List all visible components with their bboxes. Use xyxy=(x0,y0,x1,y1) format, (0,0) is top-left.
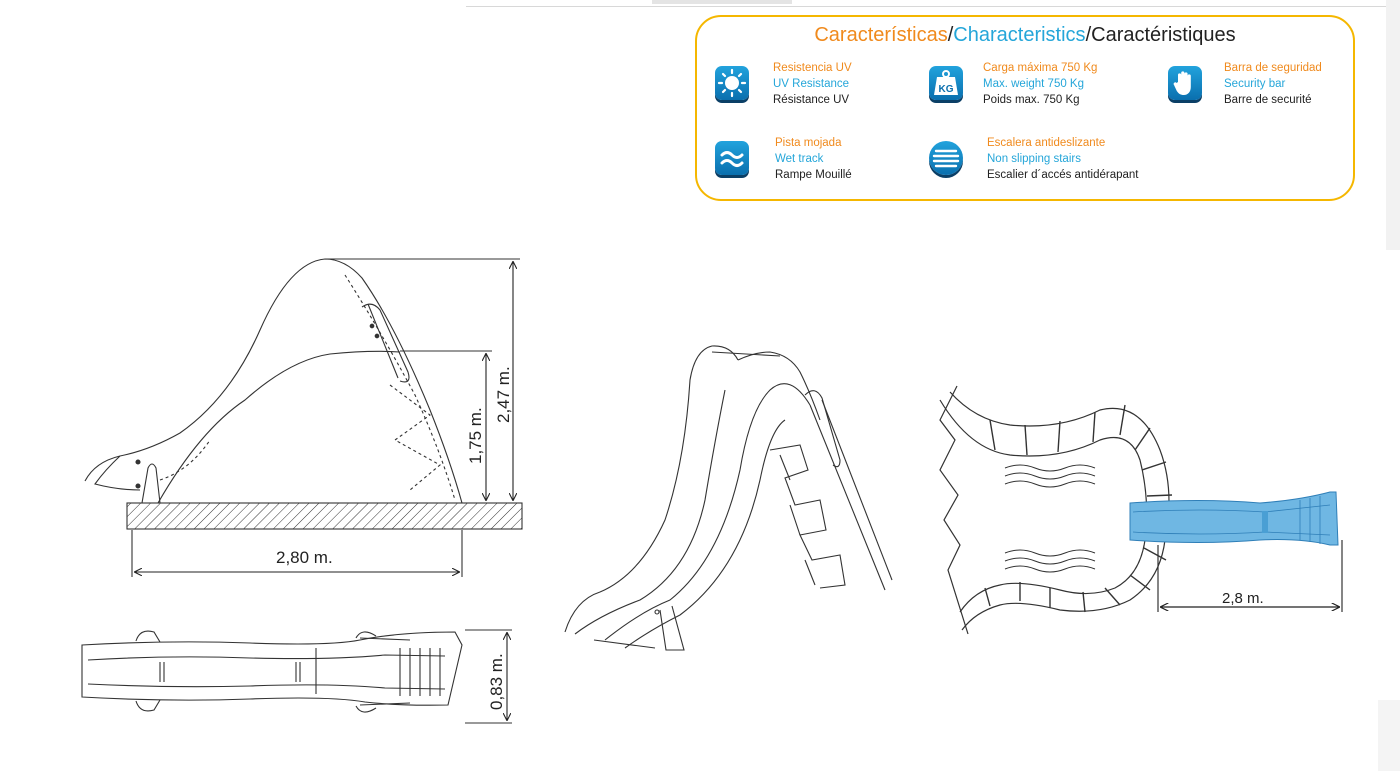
stairs-en: Non slipping stairs xyxy=(987,153,1081,165)
characteristics-title: Características/Characteristics/Caractér… xyxy=(697,24,1353,47)
stairs-es: Escalera antideslizante xyxy=(987,137,1106,149)
perspective-drawing xyxy=(564,345,893,651)
bar-fr: Barre de securité xyxy=(1224,94,1312,106)
uv-es: Resistencia UV xyxy=(773,62,852,74)
title-sep-1: / xyxy=(947,24,954,46)
total-height-label: 2,47 m. xyxy=(494,366,513,423)
top-divider xyxy=(466,6,1400,7)
wet-en: Wet track xyxy=(775,153,824,165)
weight-fr: Poids max. 750 Kg xyxy=(983,94,1080,106)
title-fr: Caractéristiques xyxy=(1091,24,1236,46)
title-es: Características xyxy=(814,24,948,46)
right-corner xyxy=(1378,700,1400,771)
weight-en: Max. weight 750 Kg xyxy=(983,78,1085,90)
stairs-fr: Escalier d´accés antidérapant xyxy=(987,169,1139,181)
top-tab xyxy=(652,0,792,4)
pool-length-label: 2,8 m. xyxy=(1222,590,1264,607)
uv-en: UV Resistance xyxy=(773,78,850,90)
wet-es: Pista mojada xyxy=(775,137,842,149)
bar-en: Security bar xyxy=(1224,78,1286,90)
blue-slide-plan xyxy=(1129,491,1339,546)
characteristics-box: Características/Characteristics/Caractér… xyxy=(695,15,1355,201)
stairs-icon xyxy=(929,141,963,175)
bar-es: Barra de seguridad xyxy=(1224,62,1322,74)
length-label: 2,80 m. xyxy=(276,548,333,567)
width-label: 0,83 m. xyxy=(487,653,506,710)
kg-weight-icon: KG xyxy=(929,66,963,100)
waves-icon xyxy=(715,141,749,175)
right-edge xyxy=(1386,0,1400,250)
wet-fr: Rampe Mouillé xyxy=(775,169,852,181)
title-sep-2: / xyxy=(1085,24,1092,46)
uv-fr: Résistance UV xyxy=(773,94,850,106)
hand-icon xyxy=(1168,66,1202,100)
side-view-drawing xyxy=(84,258,523,577)
weight-es: Carga máxima 750 Kg xyxy=(983,62,1098,74)
slide-height-label: 1,75 m. xyxy=(466,407,485,464)
title-en: Characteristics xyxy=(953,24,1086,46)
svg-text:KG: KG xyxy=(939,84,954,95)
top-view-drawing xyxy=(81,629,512,724)
sun-icon xyxy=(715,66,749,100)
